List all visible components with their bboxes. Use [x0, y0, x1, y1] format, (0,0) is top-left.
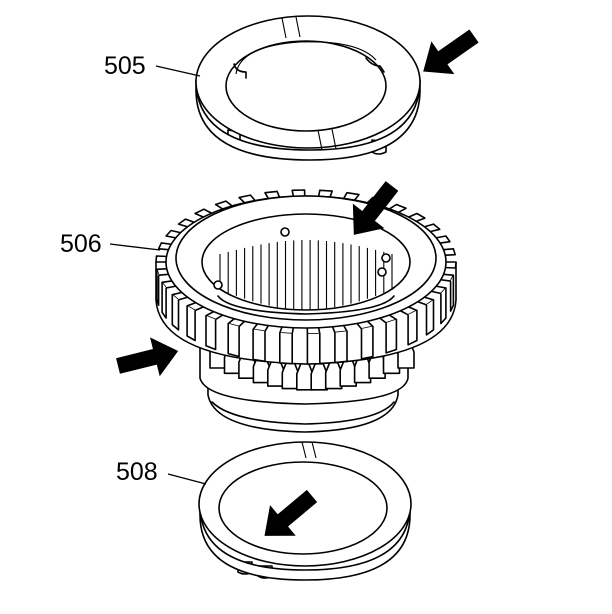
synchronizer-gear	[155, 189, 457, 433]
arrow-icon	[423, 29, 479, 75]
gear-tooth-face	[334, 331, 348, 364]
gear-hole	[213, 280, 223, 290]
gear-tooth-face	[156, 269, 160, 306]
ring-slot	[365, 57, 385, 73]
gear-tooth-face	[425, 299, 435, 336]
gear-tooth-face	[306, 333, 321, 365]
ring-split	[317, 129, 323, 151]
ring-split	[331, 128, 337, 150]
callout-label-505: 505	[104, 52, 146, 80]
gear-tooth	[291, 189, 306, 197]
ring-slot	[233, 63, 247, 79]
clutch-tooth	[310, 363, 328, 391]
gear-tooth-face	[360, 326, 374, 360]
arrow-icon	[264, 489, 318, 536]
leader-line	[109, 243, 161, 251]
gear-tooth-face	[252, 329, 266, 363]
gear-tooth-face	[171, 294, 180, 331]
callout-label-506: 506	[60, 230, 102, 258]
gear-hub-step	[211, 401, 395, 425]
upper-thrust-ring	[195, 15, 421, 161]
gear-tooth	[279, 326, 295, 335]
ring-inner-hole	[225, 40, 387, 132]
gear-hole	[377, 267, 387, 277]
arrow-icon	[116, 337, 179, 377]
gear-inner-bore	[201, 213, 411, 311]
clutch-tooth	[296, 363, 314, 391]
gear-tooth-face	[385, 319, 398, 354]
leader-line	[167, 473, 207, 485]
gear-tooth-face	[440, 288, 447, 325]
gear-tooth	[264, 190, 281, 199]
gear-tooth-face	[407, 310, 418, 346]
gear-tooth-face	[205, 315, 217, 351]
ring-split	[281, 17, 287, 39]
gear-tooth-face	[227, 323, 240, 358]
gear-tooth	[306, 327, 321, 335]
internal-splines	[217, 240, 395, 315]
gear-hole	[381, 253, 391, 263]
gear-tooth-face	[279, 332, 293, 365]
ring-split	[311, 441, 317, 459]
gear-tooth-face	[186, 305, 196, 342]
leader-line	[155, 65, 201, 77]
gear-tooth-face	[449, 275, 455, 312]
clutch-tooth	[281, 361, 300, 390]
clutch-tooth	[324, 361, 343, 390]
callout-label-508: 508	[116, 458, 158, 486]
gear-tooth	[317, 189, 333, 198]
gear-tooth-face	[161, 282, 167, 319]
ring-inner-edge	[235, 41, 377, 75]
gear-hole	[280, 227, 290, 237]
ring-split	[295, 16, 301, 38]
clutch-tooth	[267, 359, 285, 387]
spline-bottom	[217, 295, 395, 315]
arrow-icon	[352, 181, 399, 235]
ring-split	[301, 441, 307, 459]
